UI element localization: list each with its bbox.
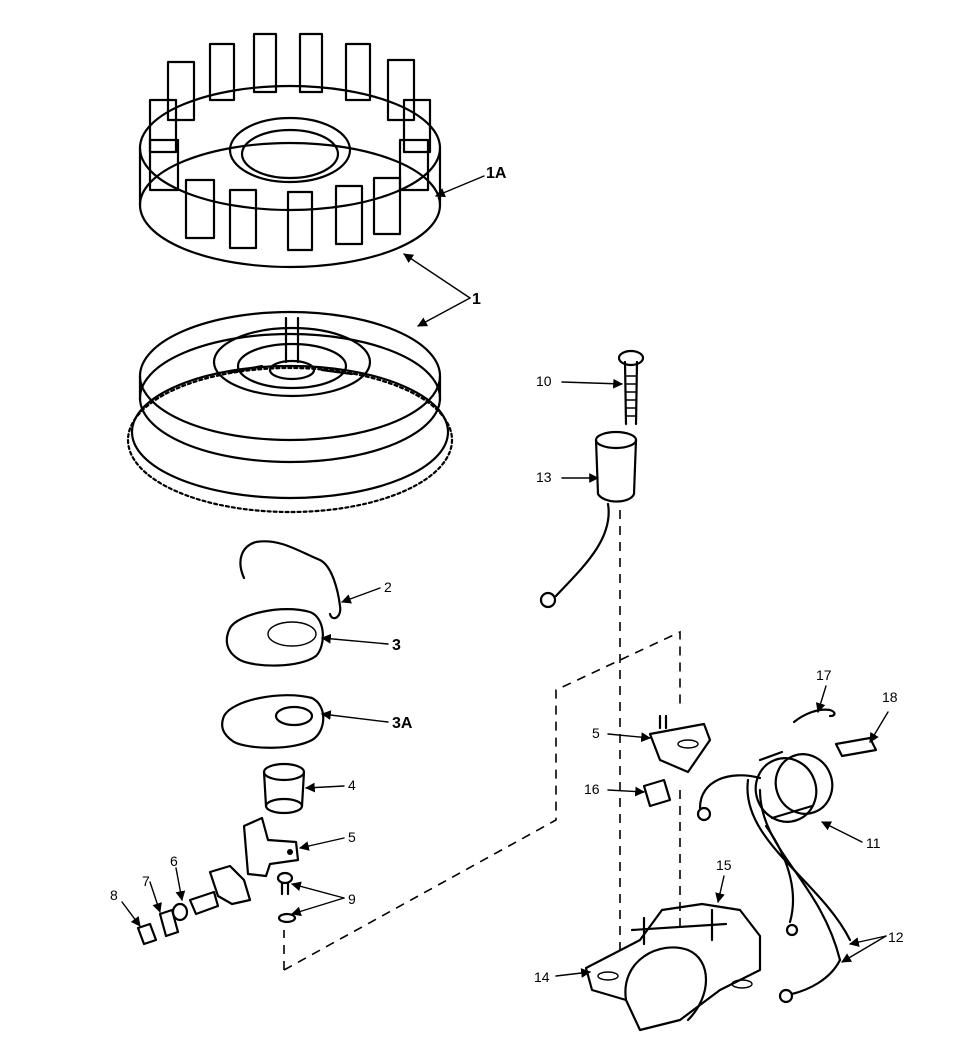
bracket-left-part (208, 816, 300, 906)
label-4: 4 (348, 777, 356, 793)
screw-washer-nut-parts (136, 890, 220, 946)
label-12: 12 (888, 929, 904, 945)
label-15: 15 (716, 857, 732, 873)
screw-and-washer-part (276, 871, 297, 924)
label-16: 16 (584, 781, 600, 797)
label-9: 9 (348, 891, 356, 907)
label-8: 8 (110, 887, 118, 903)
felt-washer-part (221, 694, 325, 749)
pad-part (642, 778, 672, 808)
bushing-part (262, 762, 306, 815)
label-14: 14 (534, 969, 550, 985)
label-7: 7 (142, 873, 150, 889)
label-11: 11 (866, 835, 881, 851)
coil-part (696, 750, 834, 823)
label-3: 3 (392, 637, 401, 654)
wire-clip-part (792, 708, 836, 724)
leads-part (746, 778, 852, 1004)
cover-plate-part (225, 608, 324, 667)
label-2: 2 (384, 579, 392, 595)
bracket-right-part (648, 714, 712, 774)
screw-10-part (617, 349, 645, 426)
label-6: 6 (170, 853, 178, 869)
condenser-part (539, 430, 638, 609)
label-10: 10 (536, 373, 552, 389)
label-18: 18 (882, 689, 898, 705)
label-5-left: 5 (348, 829, 356, 845)
assembly-dashed-lines (283, 510, 681, 971)
label-17: 17 (816, 667, 832, 683)
label-1a: 1A (486, 165, 507, 182)
fan-blower-part (138, 32, 442, 269)
leader-arrows (121, 175, 889, 978)
spring-clip-part (239, 540, 342, 620)
label-13: 13 (536, 469, 552, 485)
label-5-right: 5 (592, 725, 600, 741)
small-clip-part (834, 736, 878, 758)
flywheel-part (126, 310, 454, 514)
breaker-base-part (584, 902, 762, 1032)
label-3a: 3A (392, 715, 413, 732)
label-1: 1 (472, 291, 481, 308)
